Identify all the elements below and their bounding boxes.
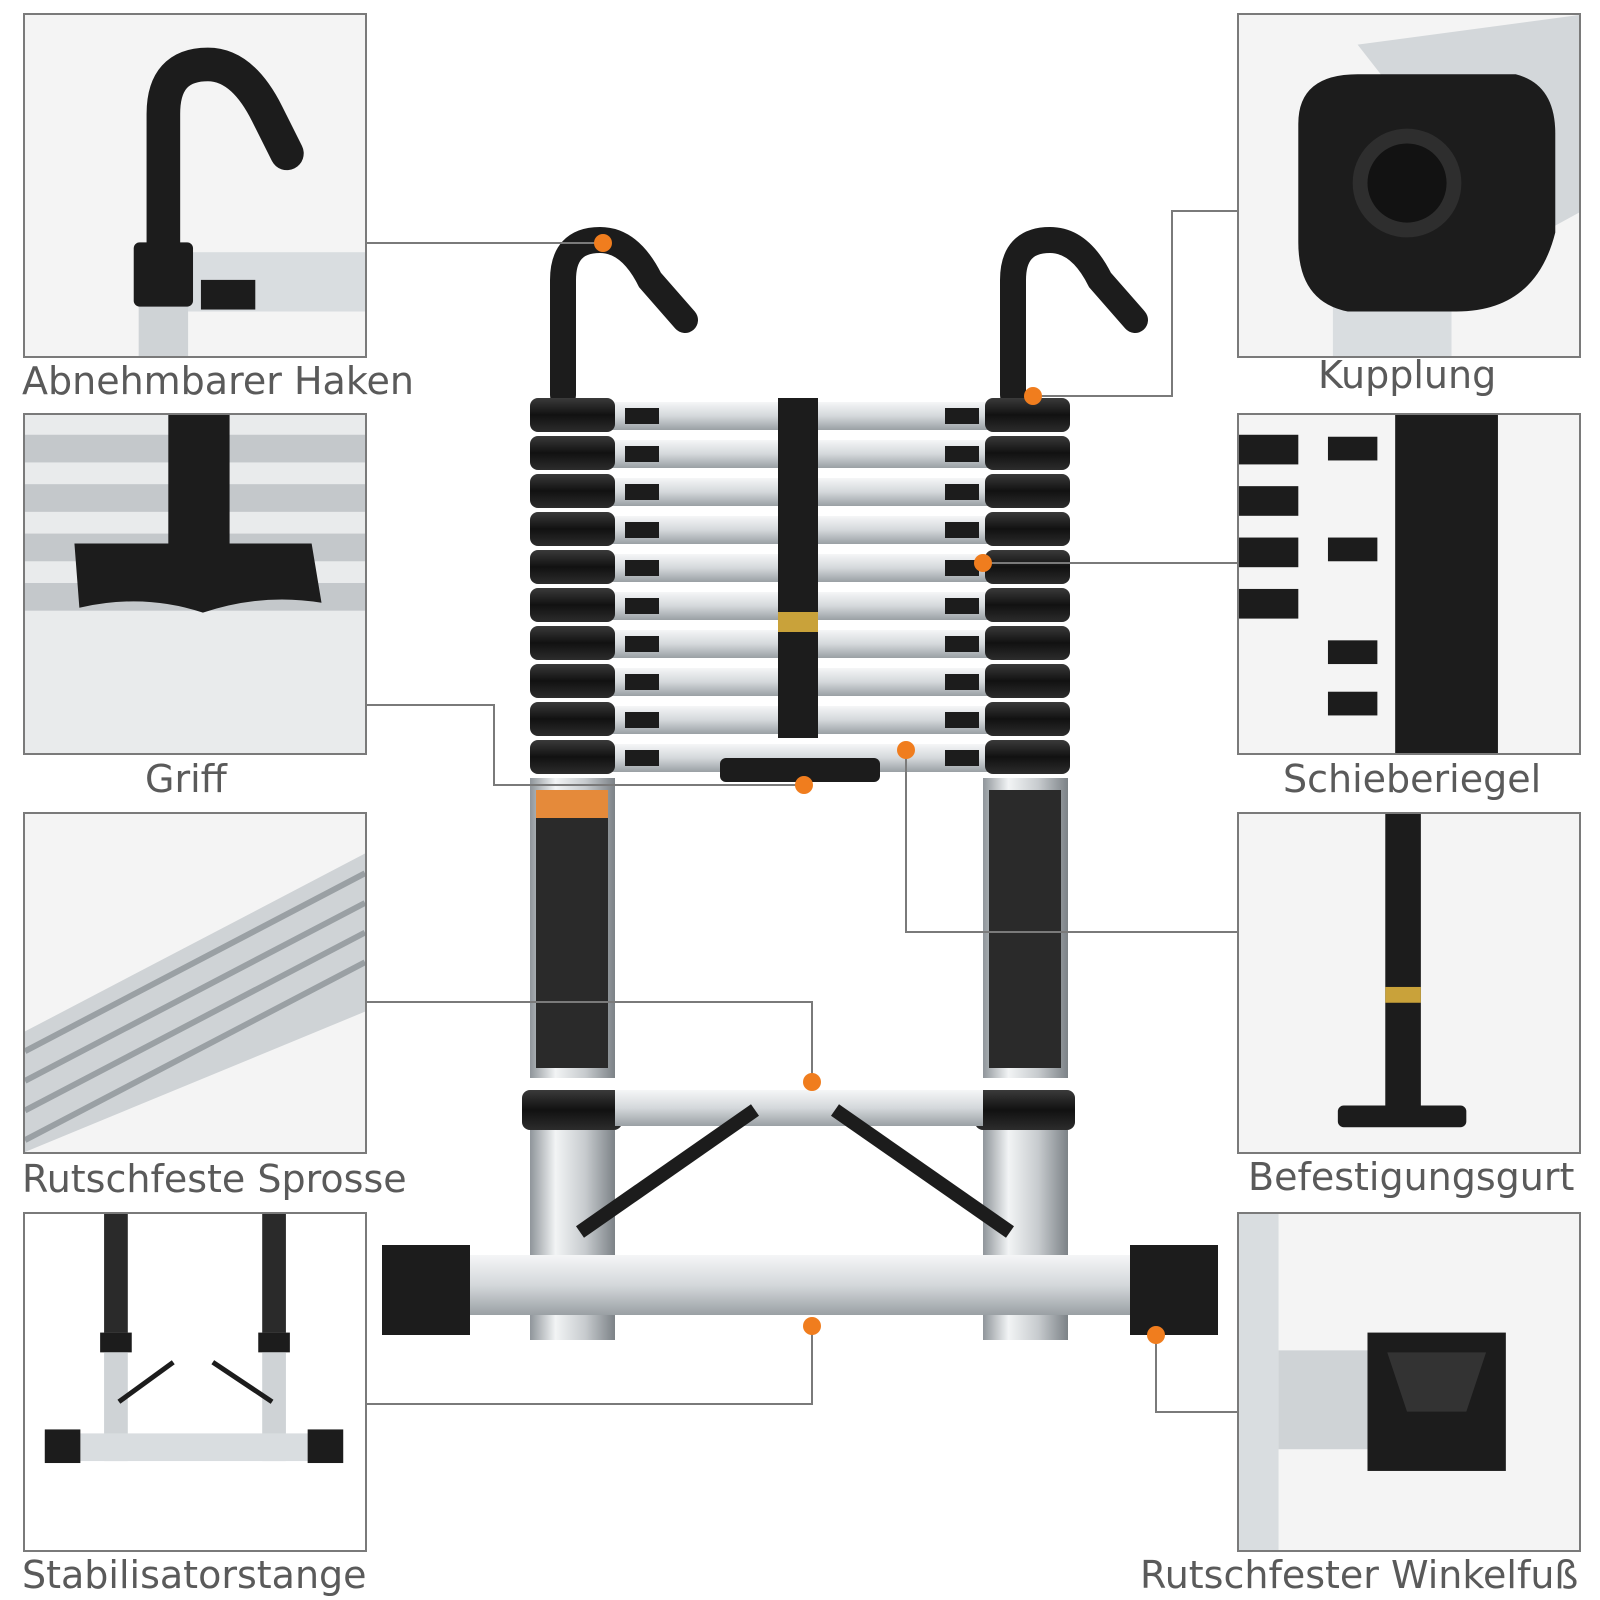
label-schieberiegel: Schieberiegel <box>1283 757 1542 801</box>
slide-latch <box>945 636 979 652</box>
slide-latch <box>625 598 659 614</box>
slide-latch <box>945 484 979 500</box>
label-gurt: Befestigungsgurt <box>1248 1155 1575 1199</box>
slide-latch <box>625 750 659 766</box>
slide-latch <box>625 560 659 576</box>
dot-stabilisator <box>803 1317 821 1335</box>
slide-latch <box>945 446 979 462</box>
label-haken: Abnehmbarer Haken <box>22 359 414 403</box>
panel-kupplung <box>1237 13 1581 358</box>
coupling <box>985 512 1070 546</box>
slide-latch <box>625 636 659 652</box>
slide-latch <box>945 712 979 728</box>
dot-sprosse <box>803 1073 821 1091</box>
label-winkelfuss: Rutschfester Winkelfuß <box>1140 1553 1579 1597</box>
coupling <box>985 702 1070 736</box>
handle <box>720 398 880 782</box>
leader-lines <box>366 210 1237 1413</box>
panel-schieberiegel <box>1237 413 1581 755</box>
slide-latch <box>945 674 979 690</box>
label-griff: Griff <box>145 757 227 801</box>
dot-griff <box>795 776 813 794</box>
panel-griff <box>23 413 367 755</box>
coupling <box>530 740 615 774</box>
right-hook <box>1000 226 1148 408</box>
panel-winkelfuss <box>1237 1212 1581 1552</box>
slide-latch <box>625 446 659 462</box>
stabiliser-braces <box>575 1104 1015 1238</box>
label-sprosse: Rutschfeste Sprosse <box>22 1157 407 1201</box>
slide-latch <box>945 408 979 424</box>
coupling <box>985 398 1070 432</box>
slide-latch <box>945 560 979 576</box>
dot-winkelfuss <box>1147 1326 1165 1344</box>
stabiliser-bar <box>382 1245 1218 1335</box>
coupling <box>530 588 615 622</box>
coupling <box>530 702 615 736</box>
dot-schieberiegel <box>974 554 992 572</box>
coupling <box>985 626 1070 660</box>
coupling <box>530 664 615 698</box>
coupling <box>985 550 1070 584</box>
coupling <box>985 588 1070 622</box>
lower-stiles <box>522 778 1075 1340</box>
label-stabilisator: Stabilisatorstange <box>22 1553 367 1597</box>
callout-dots <box>594 234 1165 1344</box>
coupling <box>530 474 615 508</box>
coupling <box>530 512 615 546</box>
dot-kupplung <box>1024 387 1042 405</box>
slide-latch <box>945 522 979 538</box>
dot-gurt <box>897 741 915 759</box>
slide-latch <box>625 712 659 728</box>
dot-haken <box>594 234 612 252</box>
coupling <box>530 626 615 660</box>
label-kupplung: Kupplung <box>1318 353 1497 397</box>
panel-gurt <box>1237 812 1581 1154</box>
coupling <box>530 398 615 432</box>
slide-latch <box>625 484 659 500</box>
coupling <box>530 550 615 584</box>
slide-latch <box>625 674 659 690</box>
panel-haken <box>23 13 367 358</box>
slide-latch <box>625 408 659 424</box>
panel-stabilisator <box>23 1212 367 1552</box>
slide-latch <box>945 598 979 614</box>
coupling <box>985 664 1070 698</box>
left-hook <box>550 226 698 408</box>
panel-sprosse <box>23 812 367 1154</box>
coupling <box>985 474 1070 508</box>
slide-latch <box>625 522 659 538</box>
coupling <box>985 436 1070 470</box>
coupling <box>530 436 615 470</box>
slide-latch <box>945 750 979 766</box>
coupling <box>985 740 1070 774</box>
